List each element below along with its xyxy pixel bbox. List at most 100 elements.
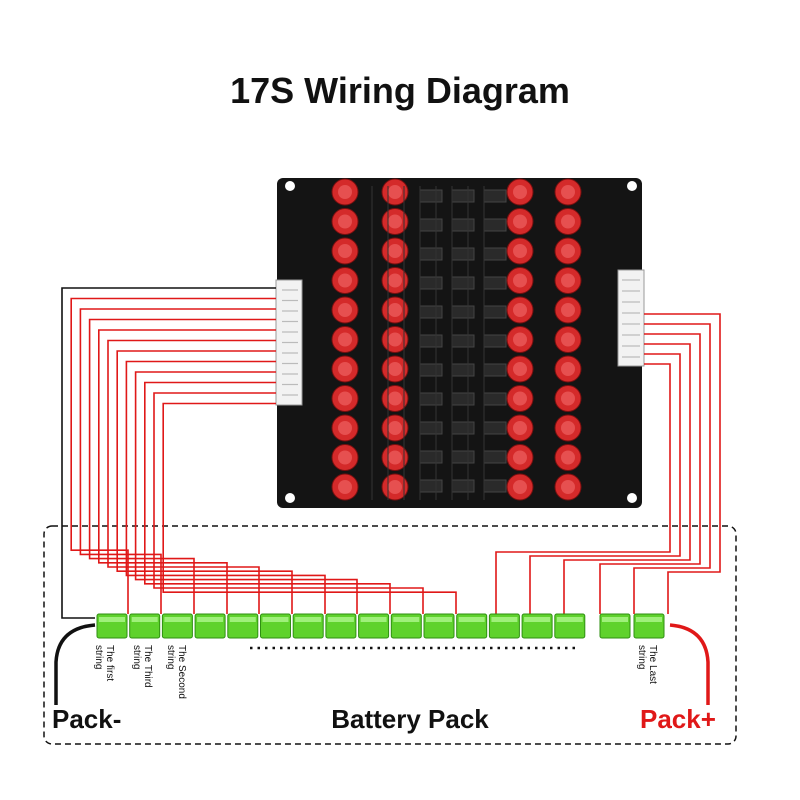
capacitor: [331, 355, 359, 383]
battery-cells: [96, 613, 665, 639]
balance-wire: [134, 371, 358, 614]
capacitor: [554, 473, 582, 501]
battery-cell: [488, 613, 520, 639]
balance-wires: [61, 287, 721, 619]
first-string-label: The first string: [93, 645, 115, 682]
chip: [483, 421, 507, 435]
chip: [483, 276, 507, 290]
pack-minus-lead: [54, 623, 96, 705]
chip: [419, 334, 443, 348]
capacitor: [554, 385, 582, 412]
battery-cell: [599, 613, 631, 639]
chip: [451, 363, 475, 377]
capacitor: [554, 444, 582, 471]
capacitor: [554, 267, 582, 294]
balance-wire: [563, 343, 691, 614]
balance-wire: [633, 323, 711, 614]
capacitor: [506, 473, 534, 501]
battery-cell: [227, 613, 259, 639]
balance-wire: [79, 308, 276, 614]
right-connector: [617, 269, 645, 367]
chip: [419, 189, 443, 203]
capacitor: [554, 178, 582, 206]
chip: [451, 421, 475, 435]
chip: [483, 363, 507, 377]
battery-cell: [129, 613, 161, 639]
chip: [451, 392, 475, 406]
balance-wire: [162, 402, 457, 614]
balance-wire: [644, 313, 721, 614]
chip: [419, 421, 443, 435]
mount-hole: [627, 181, 637, 191]
balance-wire: [495, 363, 671, 614]
capacitor: [331, 326, 359, 353]
last-string-label: The Last string: [636, 645, 658, 684]
chip: [483, 334, 507, 348]
balance-wire: [144, 381, 391, 614]
capacitor: [506, 355, 534, 383]
mount-hole: [285, 493, 295, 503]
mount-hole: [627, 493, 637, 503]
capacitor: [554, 355, 582, 383]
battery-cell: [633, 613, 665, 639]
board-details: [285, 178, 637, 503]
battery-cell: [423, 613, 455, 639]
capacitor: [554, 414, 582, 442]
chip: [419, 479, 443, 493]
capacitor: [331, 296, 359, 324]
capacitor: [506, 208, 534, 235]
capacitor: [506, 444, 534, 471]
capacitor: [506, 178, 534, 206]
capacitor: [554, 208, 582, 235]
chip: [451, 189, 475, 203]
battery-cell: [194, 613, 226, 639]
pack-minus-label: Pack-: [52, 704, 122, 734]
chip: [419, 392, 443, 406]
battery-cell: [358, 613, 390, 639]
capacitor: [331, 237, 359, 265]
third-string-label: The Third string: [131, 645, 153, 688]
mount-hole: [285, 181, 295, 191]
chip: [451, 450, 475, 464]
battery-cell: [390, 613, 422, 639]
chip: [483, 305, 507, 319]
capacitor: [554, 326, 582, 353]
pack-plus-lead: [669, 623, 710, 705]
balance-wire: [599, 333, 701, 614]
capacitor: [331, 178, 359, 206]
chip: [419, 305, 443, 319]
capacitor: [331, 208, 359, 235]
capacitor: [506, 326, 534, 353]
chip: [483, 189, 507, 203]
chip: [419, 247, 443, 261]
capacitor: [331, 267, 359, 294]
capacitor: [506, 414, 534, 442]
balance-wire: [153, 392, 424, 614]
capacitor: [554, 237, 582, 265]
balance-wire: [529, 353, 681, 614]
diagram-title: 17S Wiring Diagram: [230, 70, 570, 111]
battery-pack-label: Battery Pack: [331, 704, 489, 734]
battery-cell: [521, 613, 553, 639]
pack-plus-label: Pack+: [640, 704, 716, 734]
capacitor: [506, 385, 534, 412]
chip: [451, 334, 475, 348]
chip: [451, 305, 475, 319]
balance-wire: [116, 350, 293, 614]
capacitor: [506, 296, 534, 324]
capacitor: [506, 237, 534, 265]
chip: [451, 247, 475, 261]
chip: [483, 392, 507, 406]
chip: [419, 450, 443, 464]
chip: [451, 276, 475, 290]
battery-cell: [554, 613, 586, 639]
battery-cell: [161, 613, 193, 639]
capacitor: [331, 385, 359, 412]
battery-pack-boundary: [43, 525, 737, 745]
capacitor: [506, 267, 534, 294]
battery-cell: [96, 613, 128, 639]
chip: [483, 247, 507, 261]
chip: [483, 450, 507, 464]
chip: [451, 218, 475, 232]
